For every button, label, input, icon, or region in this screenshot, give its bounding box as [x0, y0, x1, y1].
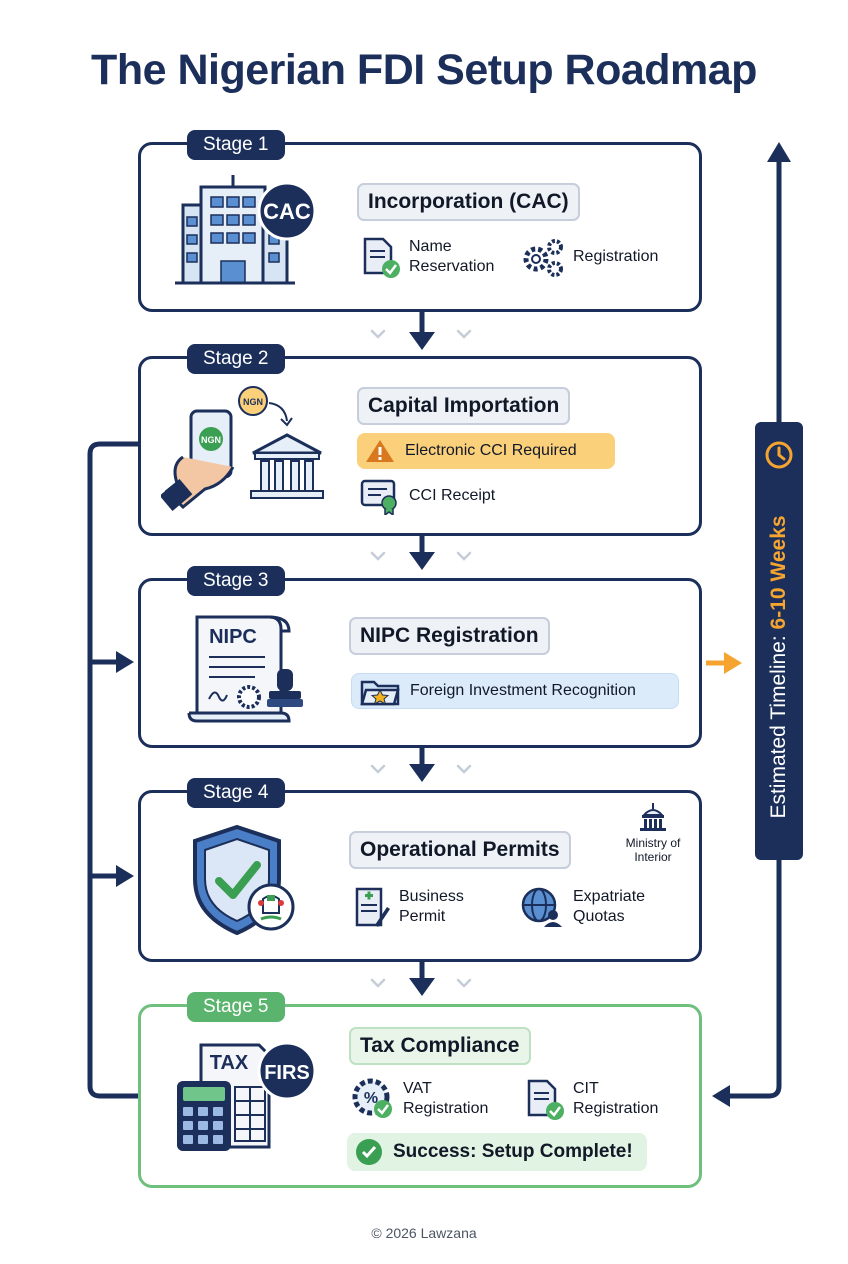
warning-badge: Electronic CCI Required [357, 433, 615, 469]
success-text: Success: Setup Complete! [393, 1141, 633, 1162]
left-bracket-arrows [87, 441, 138, 1099]
item-label: CCI Receipt [409, 487, 496, 504]
item-label: Name Reservation [409, 238, 495, 275]
page-title: The Nigerian FDI Setup Roadmap [91, 46, 757, 94]
stage-tag: Stage 1 [187, 130, 285, 160]
stage-4-card: Stage 4 Operational Permits Ministry of … [138, 778, 702, 962]
stage-1-heading: Incorporation (CAC) [357, 183, 580, 221]
svg-text:%: % [364, 1090, 378, 1107]
success-badge: Success: Setup Complete! [347, 1133, 647, 1171]
down-arrows [409, 312, 435, 996]
stage-tag: Stage 5 [187, 992, 285, 1022]
stage-2-heading: Capital Importation [357, 387, 571, 425]
gears-icon [523, 239, 563, 277]
stage-tag: Stage 2 [187, 344, 285, 374]
list-item: Registration [519, 235, 658, 279]
document-check-icon [363, 237, 400, 278]
warning-text: Electronic CCI Required [405, 442, 577, 459]
currency-label: NGN [201, 435, 221, 445]
ministry-label: Ministry of Interior [613, 803, 693, 864]
svg-text:NGN: NGN [243, 397, 263, 407]
nipc-document-stamp-icon: NIPC [187, 615, 303, 723]
list-item: Business Permit [351, 885, 464, 929]
ministry-building-icon [640, 803, 666, 831]
orange-arrow [706, 652, 742, 674]
item-label: CIT Registration [573, 1080, 659, 1117]
firs-badge: FIRS [264, 1062, 310, 1084]
list-item: Name Reservation [361, 235, 494, 279]
office-building-icon: CAC [175, 175, 317, 285]
phone-transfer-bank-icon: NGN NGN [161, 386, 324, 511]
timeline-label: Estimated Timeline: 6-10 Weeks [767, 515, 791, 818]
timeline-prefix: Estimated Timeline: [767, 629, 790, 819]
check-circle-icon [356, 1139, 382, 1165]
warning-icon [366, 440, 394, 462]
timeline-bar: Estimated Timeline: 6-10 Weeks [755, 422, 803, 860]
stage-tag: Stage 4 [187, 778, 285, 808]
stage-4-heading: Operational Permits [349, 831, 571, 869]
copyright-footer: © 2026 Lawzana [371, 1225, 477, 1241]
stage-1-card: Stage 1 CAC Incorporation (CAC) Name Res… [138, 130, 702, 312]
calculator-tax-icon: TAX FIRS [177, 1041, 317, 1151]
list-item: CIT Registration [525, 1077, 658, 1121]
decor-chevrons [370, 329, 472, 988]
folder-star-icon [360, 680, 400, 706]
percent-badge-icon: % [352, 1078, 392, 1118]
stage-3-heading: NIPC Registration [349, 617, 550, 655]
document-check-icon [527, 1079, 564, 1120]
info-badge: Foreign Investment Recognition [351, 673, 679, 709]
stage-5-heading: Tax Compliance [349, 1027, 531, 1065]
timeline-value: 6-10 Weeks [767, 515, 790, 630]
globe-person-icon [521, 887, 562, 927]
certificate-icon [360, 479, 397, 515]
ministry-text: Ministry of Interior [625, 836, 681, 864]
list-item: CCI Receipt [359, 477, 495, 515]
info-text: Foreign Investment Recognition [410, 682, 636, 699]
stage-5-card: Stage 5 TAX FIRS Tax Compliance % VAT Re… [138, 992, 702, 1188]
item-label: Registration [573, 248, 659, 265]
item-label: Expatriate Quotas [573, 888, 646, 925]
stage-3-card: Stage 3 NIPC NIPC Registration Foreign I… [138, 566, 702, 748]
item-label: VAT Registration [403, 1080, 489, 1117]
nipc-label: NIPC [209, 626, 257, 648]
shield-check-icon [193, 824, 295, 936]
permit-document-icon [355, 887, 390, 927]
stage-2-card: Stage 2 NGN NGN Capital Importation Elec… [138, 344, 702, 536]
list-item: % VAT Registration [351, 1077, 488, 1121]
tax-label: TAX [210, 1052, 249, 1074]
list-item: Expatriate Quotas [519, 885, 645, 929]
clock-icon [765, 441, 793, 469]
item-label: Business Permit [399, 888, 464, 925]
stage-tag: Stage 3 [187, 566, 285, 596]
cac-badge: CAC [263, 199, 311, 224]
timeline-arrows [728, 160, 782, 1099]
